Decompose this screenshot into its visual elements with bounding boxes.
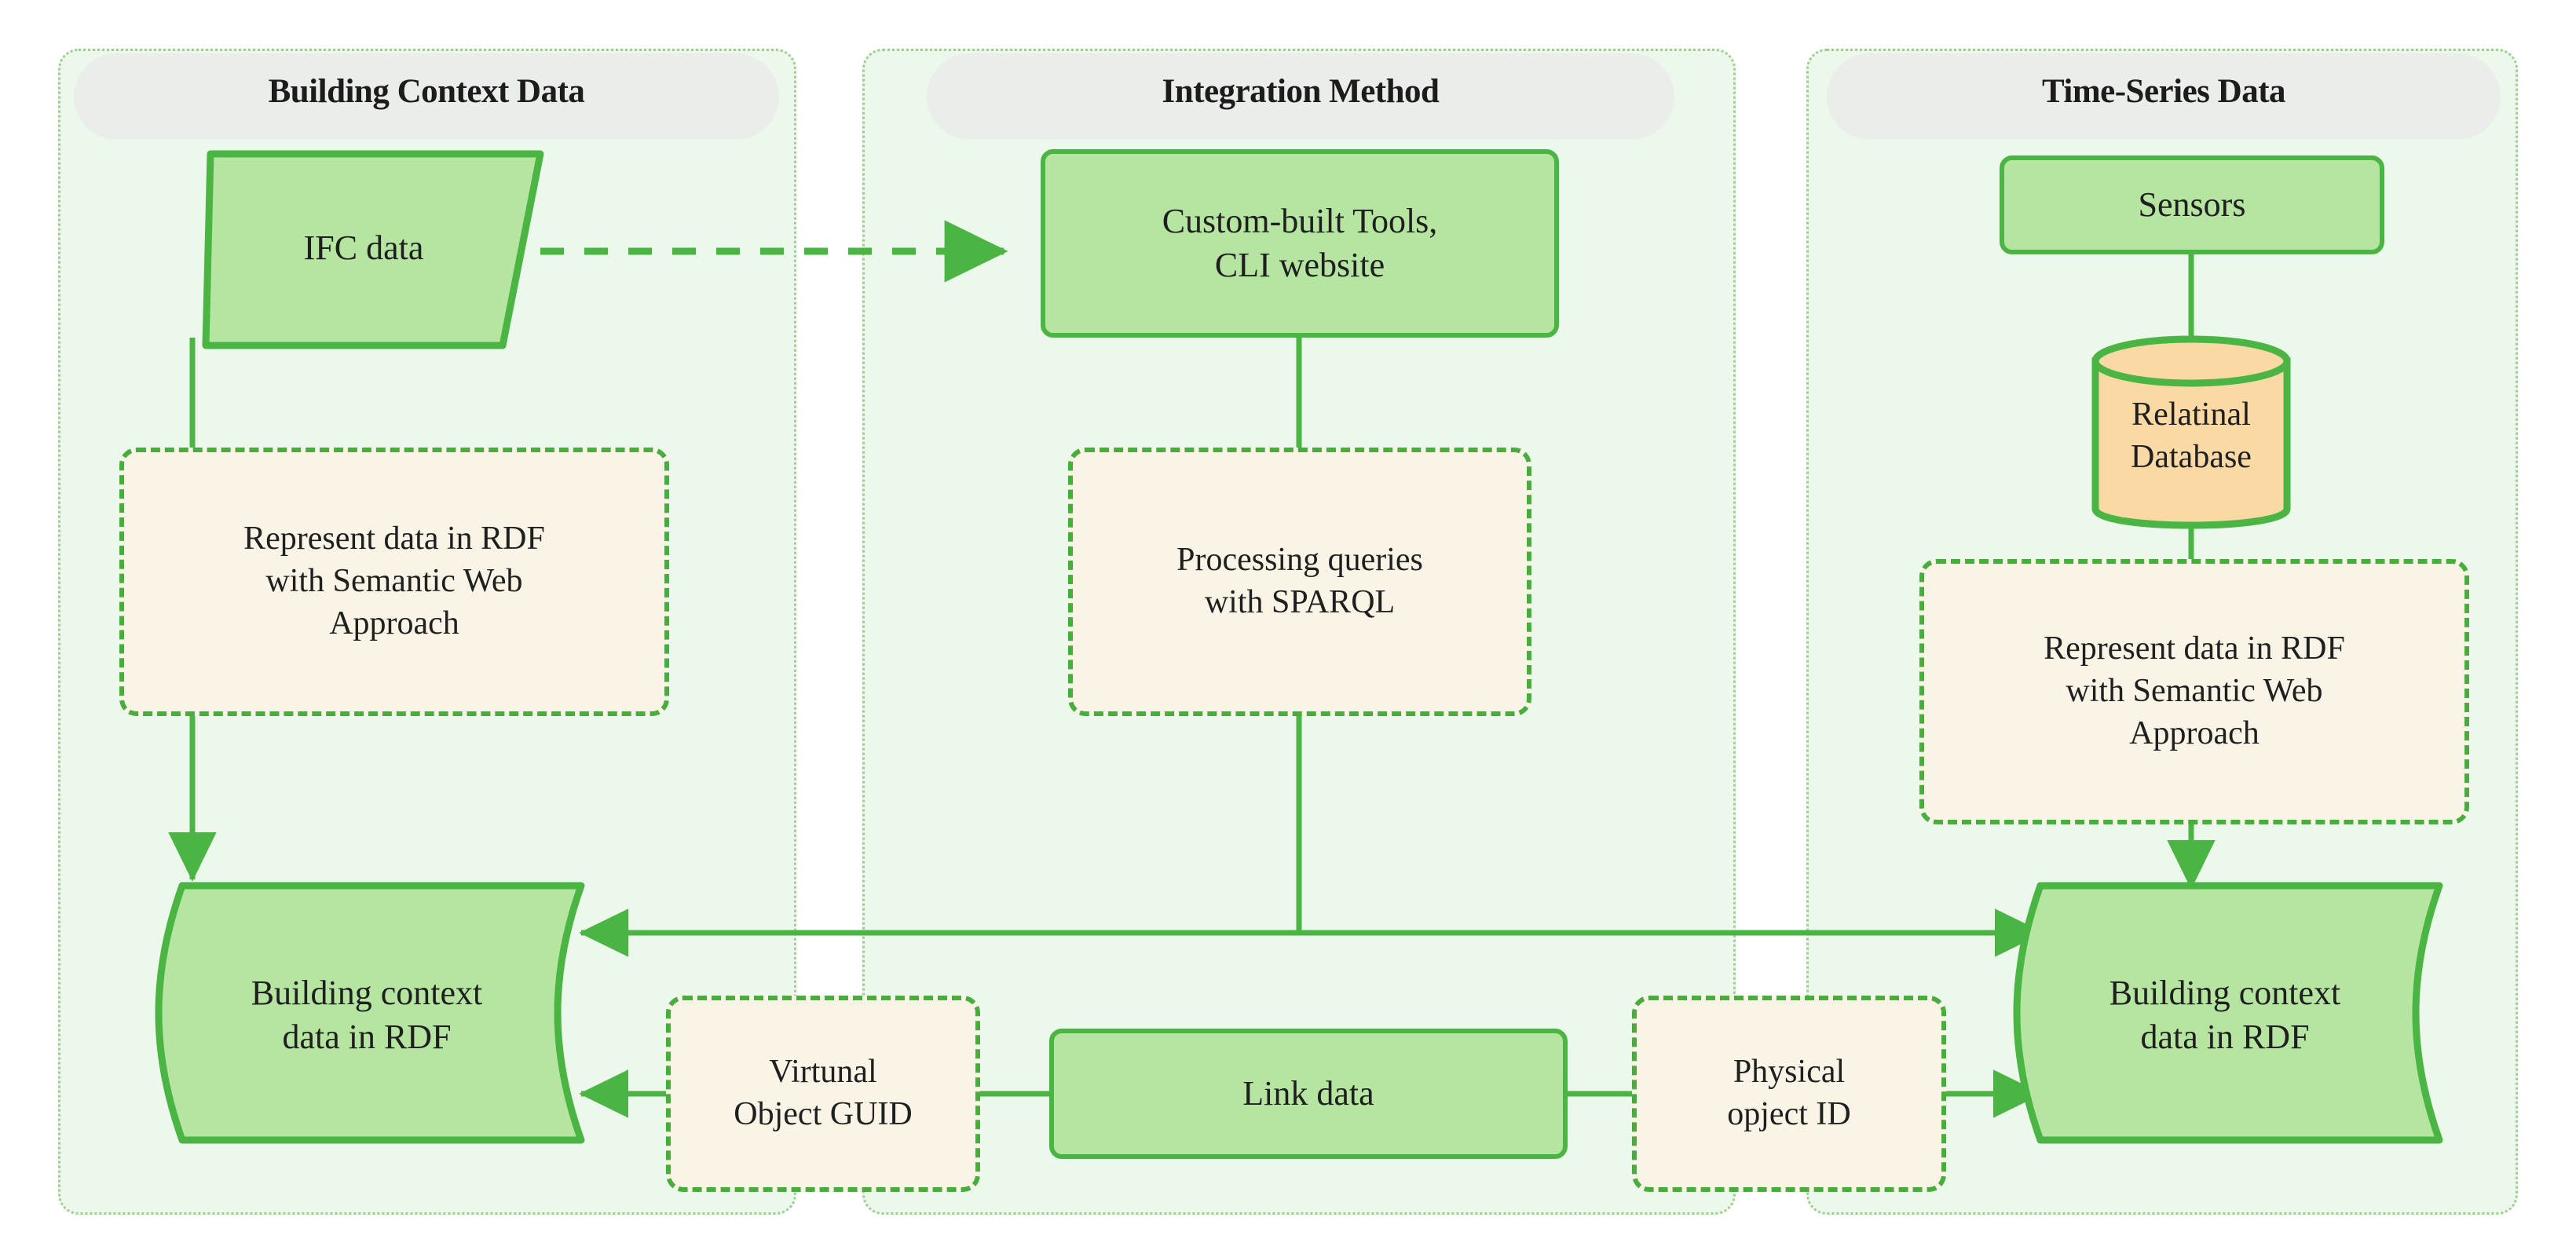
node-virtual-object-guid-label: Virtunal Object GUID xyxy=(734,1054,913,1132)
node-sensors[interactable]: Sensors xyxy=(2000,155,2384,254)
node-processing-queries-label: Processing queries with SPARQL xyxy=(1176,542,1423,620)
node-custom-tools-label: Custom-built Tools, CLI website xyxy=(1162,201,1438,284)
lane-title-background-1 xyxy=(74,53,779,140)
node-relational-database-body[interactable] xyxy=(2091,357,2291,529)
node-represent-right-label: Represent data in RDF with Semantic Web … xyxy=(2044,630,2345,751)
node-virtual-object-guid[interactable]: Virtunal Object GUID xyxy=(666,996,980,1192)
node-represent-right[interactable]: Represent data in RDF with Semantic Web … xyxy=(1919,559,2469,824)
node-relational-database-top[interactable] xyxy=(2091,335,2291,387)
lane-title-integration-method: Integration Method xyxy=(1162,73,1440,110)
node-processing-queries[interactable]: Processing queries with SPARQL xyxy=(1068,448,1531,716)
node-building-context-left-shape[interactable] xyxy=(155,882,585,1144)
node-link-data-label: Link data xyxy=(1242,1073,1374,1113)
node-ifc-data-shape[interactable] xyxy=(202,150,544,349)
lane-title-time-series-data: Time-Series Data xyxy=(2041,73,2286,110)
lane-title-building-context-data: Building Context Data xyxy=(268,73,585,110)
lane-title-background-3 xyxy=(1827,53,2501,140)
node-link-data[interactable]: Link data xyxy=(1049,1029,1568,1159)
node-building-context-right-shape[interactable] xyxy=(2013,882,2443,1144)
node-represent-left[interactable]: Represent data in RDF with Semantic Web … xyxy=(119,448,669,716)
node-sensors-label: Sensors xyxy=(2138,185,2246,224)
node-physical-object-id-label: Physical opject ID xyxy=(1727,1054,1851,1132)
lane-title-background-2 xyxy=(927,53,1674,140)
node-physical-object-id[interactable]: Physical opject ID xyxy=(1632,996,1946,1192)
node-represent-left-label: Represent data in RDF with Semantic Web … xyxy=(243,521,545,641)
node-custom-tools[interactable]: Custom-built Tools, CLI website xyxy=(1041,149,1559,338)
